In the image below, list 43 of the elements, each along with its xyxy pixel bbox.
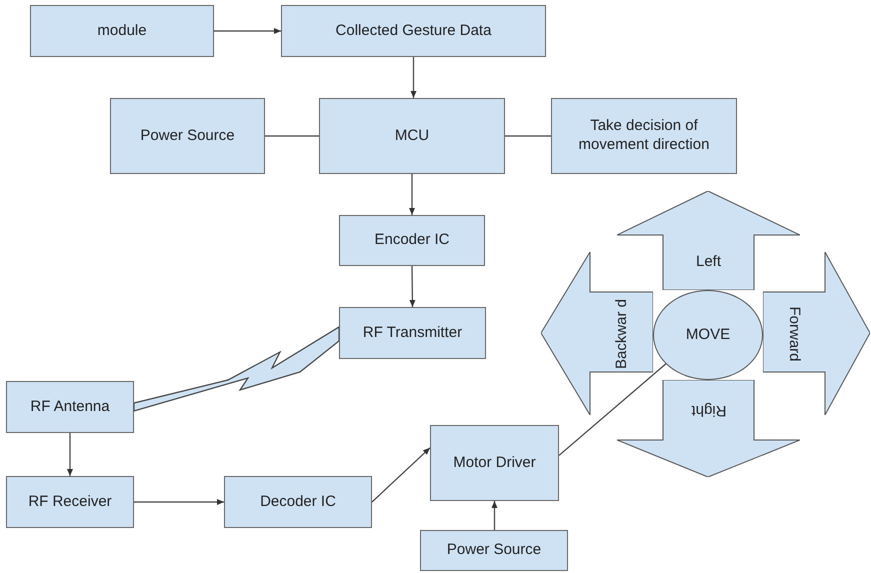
node-label: RF Antenna <box>30 398 110 416</box>
node-label: Right <box>690 401 726 420</box>
arrow <box>410 57 416 98</box>
process-box <box>30 5 214 57</box>
process-box <box>339 215 485 266</box>
direction-arrow <box>541 252 653 415</box>
node-label: MOVE <box>686 326 730 344</box>
arrow <box>214 28 281 34</box>
node-label: Forward <box>785 306 804 361</box>
process-box <box>6 476 134 528</box>
node-label: Backwar d <box>612 298 630 369</box>
node-label: Decoder IC <box>260 492 336 512</box>
node-label: Left <box>696 253 722 272</box>
process-box <box>551 98 737 174</box>
node-label: Collected Gesture Data <box>336 22 492 40</box>
node-label: Take decision of movement direction <box>578 117 710 155</box>
node-label: RF Transmitter <box>362 324 462 342</box>
direction-arrow <box>617 380 800 477</box>
direction-arrow <box>617 191 800 290</box>
ellipse-node <box>653 290 763 380</box>
process-box <box>339 307 486 359</box>
node-label: RF Receiver <box>28 492 112 512</box>
process-box <box>224 476 372 528</box>
direction-arrow <box>763 252 870 415</box>
arrow <box>492 501 498 530</box>
process-box <box>6 381 134 433</box>
process-box <box>420 530 568 571</box>
node-label: Motor Driver <box>453 454 536 472</box>
arrow <box>134 499 224 505</box>
process-box <box>110 98 265 174</box>
lightning-signal <box>133 326 340 412</box>
process-box <box>319 98 505 174</box>
node-label: module <box>97 22 147 40</box>
node-label: Power Source <box>140 126 235 146</box>
arrow <box>409 266 416 307</box>
node-label: MCU <box>394 126 430 146</box>
arrow <box>372 447 430 502</box>
node-label: Power Source <box>446 541 542 560</box>
process-box <box>430 425 559 501</box>
arrow <box>409 174 415 215</box>
process-box <box>281 5 546 57</box>
node-label: Encoder IC <box>374 231 450 250</box>
arrow <box>67 433 73 476</box>
